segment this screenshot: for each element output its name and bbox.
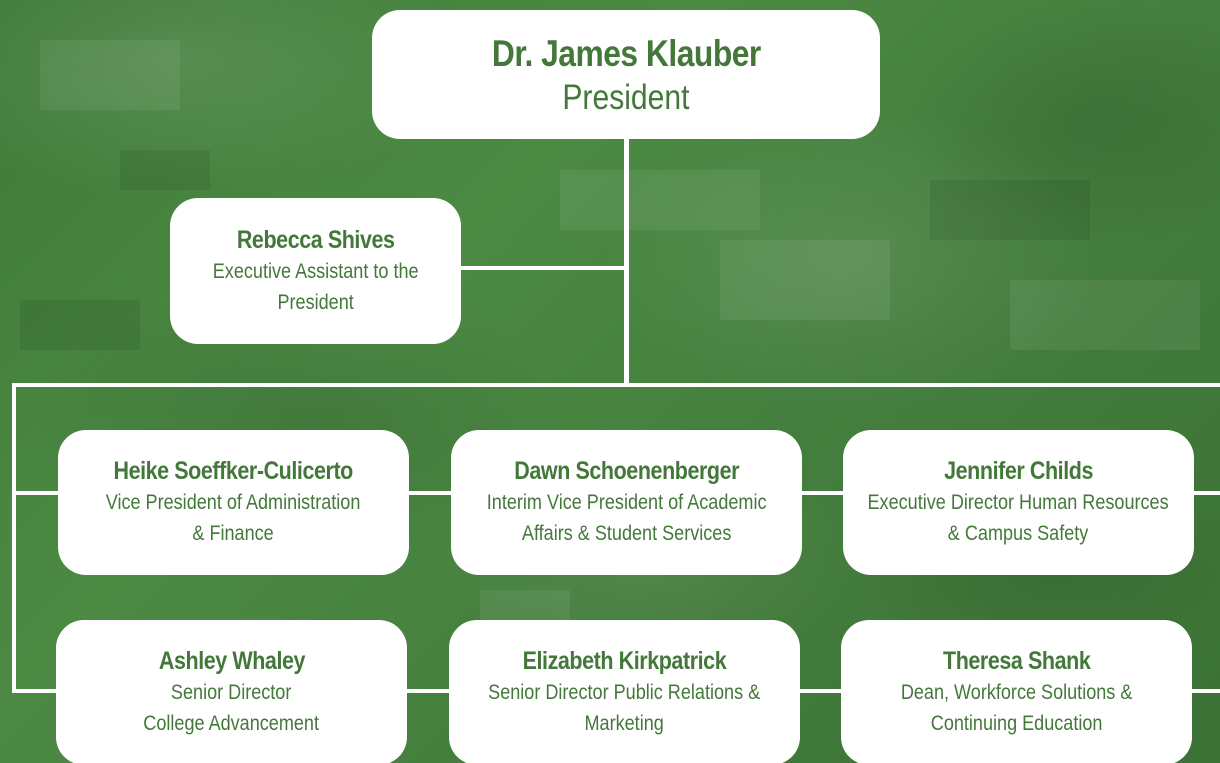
assistant-box: Rebecca Shives Executive Assistant to th…	[170, 198, 461, 344]
person-title-line: Executive Director Human Resources	[867, 491, 1170, 514]
president-title: President	[562, 77, 689, 119]
assistant-name: Rebecca Shives	[236, 225, 395, 254]
assistant-title: Executive Assistant to the President	[213, 256, 419, 318]
president-name: Dr. James Klauber	[491, 32, 761, 74]
person-name: Heike Soeffker-Culicerto	[113, 457, 354, 485]
connector-president-trunk	[624, 138, 629, 387]
background-texture	[480, 590, 570, 620]
person-name: Ashley Whaley	[158, 647, 305, 675]
person-title-line: Senior Director	[171, 681, 292, 704]
direct-report-box: Ashley Whaley Senior Director College Ad…	[56, 620, 407, 763]
background-texture	[930, 180, 1090, 240]
person-title-line: Dean, Workforce Solutions &	[900, 681, 1133, 704]
direct-report-box: Jennifer Childs Executive Director Human…	[843, 430, 1194, 575]
direct-report-box: Dawn Schoenenberger Interim Vice Preside…	[451, 430, 802, 575]
person-title-line: Vice President of Administration	[106, 491, 361, 514]
person-title: Interim Vice President of Academic Affai…	[487, 487, 767, 549]
background-texture	[560, 170, 760, 230]
person-title-line: Affairs & Student Services	[521, 522, 732, 545]
person-title-line: Continuing Education	[930, 712, 1103, 735]
person-title: Executive Director Human Resources & Cam…	[868, 487, 1169, 549]
president-title-line: President	[562, 77, 690, 117]
assistant-title-line: President	[277, 290, 354, 314]
person-name: Elizabeth Kirkpatrick	[522, 647, 727, 675]
background-texture	[1010, 280, 1200, 350]
person-title-line: Interim Vice President of Academic	[486, 491, 767, 514]
assistant-title-line: Executive Assistant to the	[212, 259, 419, 283]
person-title-line: & Finance	[192, 522, 275, 545]
background-texture	[20, 300, 140, 350]
connector-distribution-bar	[12, 383, 1220, 387]
person-title: Senior Director College Advancement	[144, 677, 320, 739]
person-title-line: College Advancement	[143, 712, 320, 735]
background-texture	[120, 150, 210, 190]
direct-report-box: Heike Soeffker-Culicerto Vice President …	[58, 430, 409, 575]
person-title-line: & Campus Safety	[948, 522, 1089, 545]
person-name: Theresa Shank	[942, 647, 1091, 675]
connector-left-vertical	[12, 383, 16, 693]
person-name: Dawn Schoenenberger	[514, 457, 739, 485]
background-texture	[720, 240, 890, 320]
person-title-line: Marketing	[584, 712, 665, 735]
president-box: Dr. James Klauber President	[372, 10, 880, 139]
person-title: Senior Director Public Relations & Marke…	[488, 677, 760, 739]
background-texture	[40, 40, 180, 110]
person-title: Vice President of Administration & Finan…	[106, 487, 361, 549]
direct-report-box: Theresa Shank Dean, Workforce Solutions …	[841, 620, 1192, 763]
connector-assistant	[460, 266, 626, 270]
person-title: Dean, Workforce Solutions & Continuing E…	[901, 677, 1133, 739]
direct-report-box: Elizabeth Kirkpatrick Senior Director Pu…	[449, 620, 800, 763]
person-name: Jennifer Childs	[944, 457, 1093, 485]
person-title-line: Senior Director Public Relations &	[488, 681, 761, 704]
